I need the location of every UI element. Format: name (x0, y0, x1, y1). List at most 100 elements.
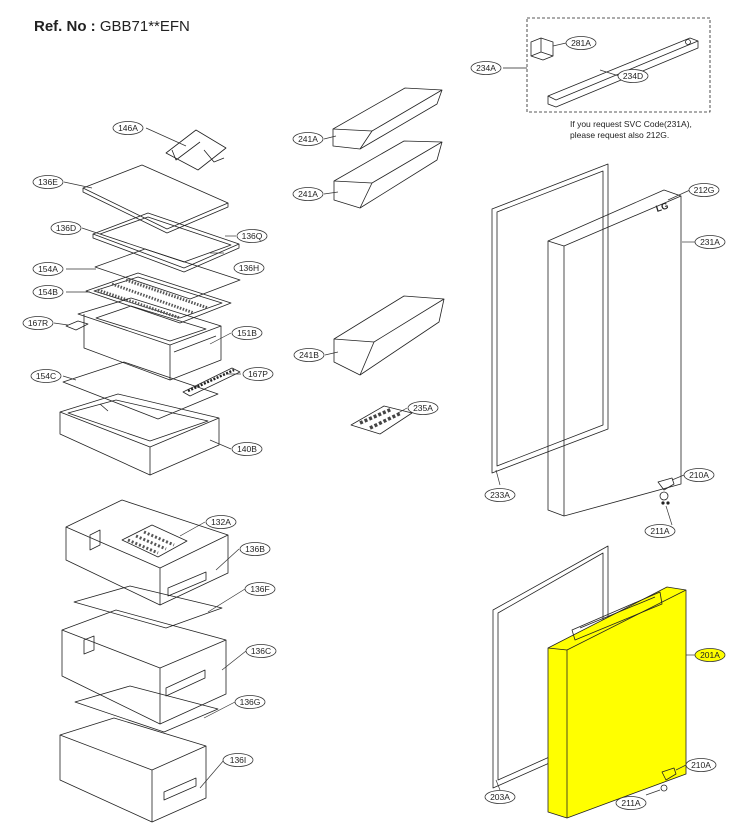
part-label-241a: 241A (292, 187, 324, 201)
part-code-text: 151B (237, 328, 257, 338)
part-label-235a: 235A (407, 401, 439, 415)
part-labels: 146A136E136D136Q136H154A154B167R151B154C… (22, 36, 726, 810)
egg-tray-235A (350, 405, 413, 435)
part-code-text: 211A (621, 798, 641, 808)
part-label-oval (484, 790, 516, 804)
part-label-151b: 151B (231, 326, 263, 340)
part-label-oval (233, 261, 265, 275)
part-label-211a: 211A (615, 796, 647, 810)
side-rail-167R (65, 320, 89, 331)
part-label-oval (242, 367, 274, 381)
part-code-text: 203A (490, 792, 510, 802)
part-label-234d: 234D (617, 69, 649, 83)
part-label-oval (22, 316, 54, 330)
part-code-text: 212G (694, 185, 715, 195)
freezer-drawer-136I (59, 717, 207, 823)
freezer-drawer-136B (65, 499, 229, 606)
reference-number: Ref. No : GBB71**EFN (34, 18, 190, 35)
glass-shelf-136E (82, 164, 229, 234)
part-code-text: 210A (689, 470, 709, 480)
part-code-text: 234A (476, 63, 496, 73)
rail-167P (182, 367, 241, 397)
part-label-212g: 212G (688, 183, 720, 197)
part-label-oval (688, 183, 720, 197)
part-code-text: 136G (240, 697, 261, 707)
part-label-136f: 136F (244, 582, 276, 596)
door-bin-241B (333, 295, 445, 376)
part-label-136d: 136D (50, 221, 82, 235)
freezer-door-201A-front (547, 586, 687, 819)
part-code-text: 154B (38, 287, 58, 297)
part-code-text: 233A (490, 490, 510, 500)
service-note-line-2: please request also 212G. (570, 130, 670, 140)
door-bin-241A-lower (333, 140, 443, 209)
part-label-oval (222, 753, 254, 767)
part-code-text: 136C (251, 646, 271, 656)
part-label-oval (685, 758, 717, 772)
divider-136F (73, 585, 223, 629)
part-label-136i: 136I (222, 753, 254, 767)
door-bin-241A-upper (332, 87, 443, 150)
part-label-oval (565, 36, 597, 50)
part-label-oval (292, 132, 324, 146)
freezer-door-201A (547, 586, 687, 819)
part-label-oval (694, 648, 726, 662)
part-label-154b: 154B (32, 285, 64, 299)
freezer-drawer-136C (61, 609, 227, 725)
part-label-281a: 281A (565, 36, 597, 50)
part-label-233a: 233A (484, 488, 516, 502)
service-note: If you request SVC Code(231A), please re… (570, 119, 692, 141)
part-label-oval (234, 695, 266, 709)
part-label-136c: 136C (245, 644, 277, 658)
part-label-oval (644, 524, 676, 538)
part-label-154a: 154A (32, 262, 64, 276)
part-code-text: 241A (298, 189, 318, 199)
ref-label: Ref. No : (34, 18, 96, 35)
leader-lines (53, 42, 696, 796)
part-label-136q: 136Q (236, 229, 268, 243)
part-label-167r: 167R (22, 316, 54, 330)
cover-plate-154C (62, 361, 219, 420)
part-code-text: 146A (118, 123, 138, 133)
divider-136G (74, 685, 219, 733)
part-code-text: 136D (56, 223, 76, 233)
part-label-oval (683, 468, 715, 482)
part-label-oval (293, 348, 325, 362)
part-code-text: 241B (299, 350, 319, 360)
part-code-text: 167R (28, 318, 48, 328)
crisper-grid-154B (85, 272, 232, 324)
hinge-210A-upper (657, 477, 675, 505)
part-label-oval (244, 582, 276, 596)
part-code-text: 136H (239, 263, 259, 273)
part-code-text: 132A (211, 517, 231, 527)
part-code-text: 167P (248, 369, 268, 379)
hinge-cover-234D (547, 37, 699, 108)
part-label-136g: 136G (234, 695, 266, 709)
part-label-oval (236, 229, 268, 243)
part-code-text: 281A (571, 38, 591, 48)
part-label-oval (32, 262, 64, 276)
part-label-211a: 211A (644, 524, 676, 538)
part-label-oval (617, 69, 649, 83)
part-code-text: 136E (38, 177, 58, 187)
part-label-201a: 201A (694, 648, 726, 662)
part-label-oval (205, 515, 237, 529)
cover-plate-154A (94, 248, 241, 300)
part-label-167p: 167P (242, 367, 274, 381)
part-label-136h: 136H (233, 261, 265, 275)
part-code-text: 136I (230, 755, 247, 765)
part-code-text: 140B (237, 444, 257, 454)
part-code-text: 136F (250, 584, 269, 594)
hinge-210A-lower (660, 767, 677, 792)
ref-value: GBB71**EFN (99, 18, 190, 35)
part-label-oval (484, 488, 516, 502)
part-code-text: 241A (298, 134, 318, 144)
hinge-cap-281A (530, 37, 554, 61)
part-label-oval (112, 121, 144, 135)
ice-tray-132A (121, 524, 188, 558)
crisper-drawer-151B (77, 297, 222, 381)
drawer-140B (59, 393, 220, 476)
part-code-text: 231A (700, 237, 720, 247)
part-label-140b: 140B (231, 442, 263, 456)
